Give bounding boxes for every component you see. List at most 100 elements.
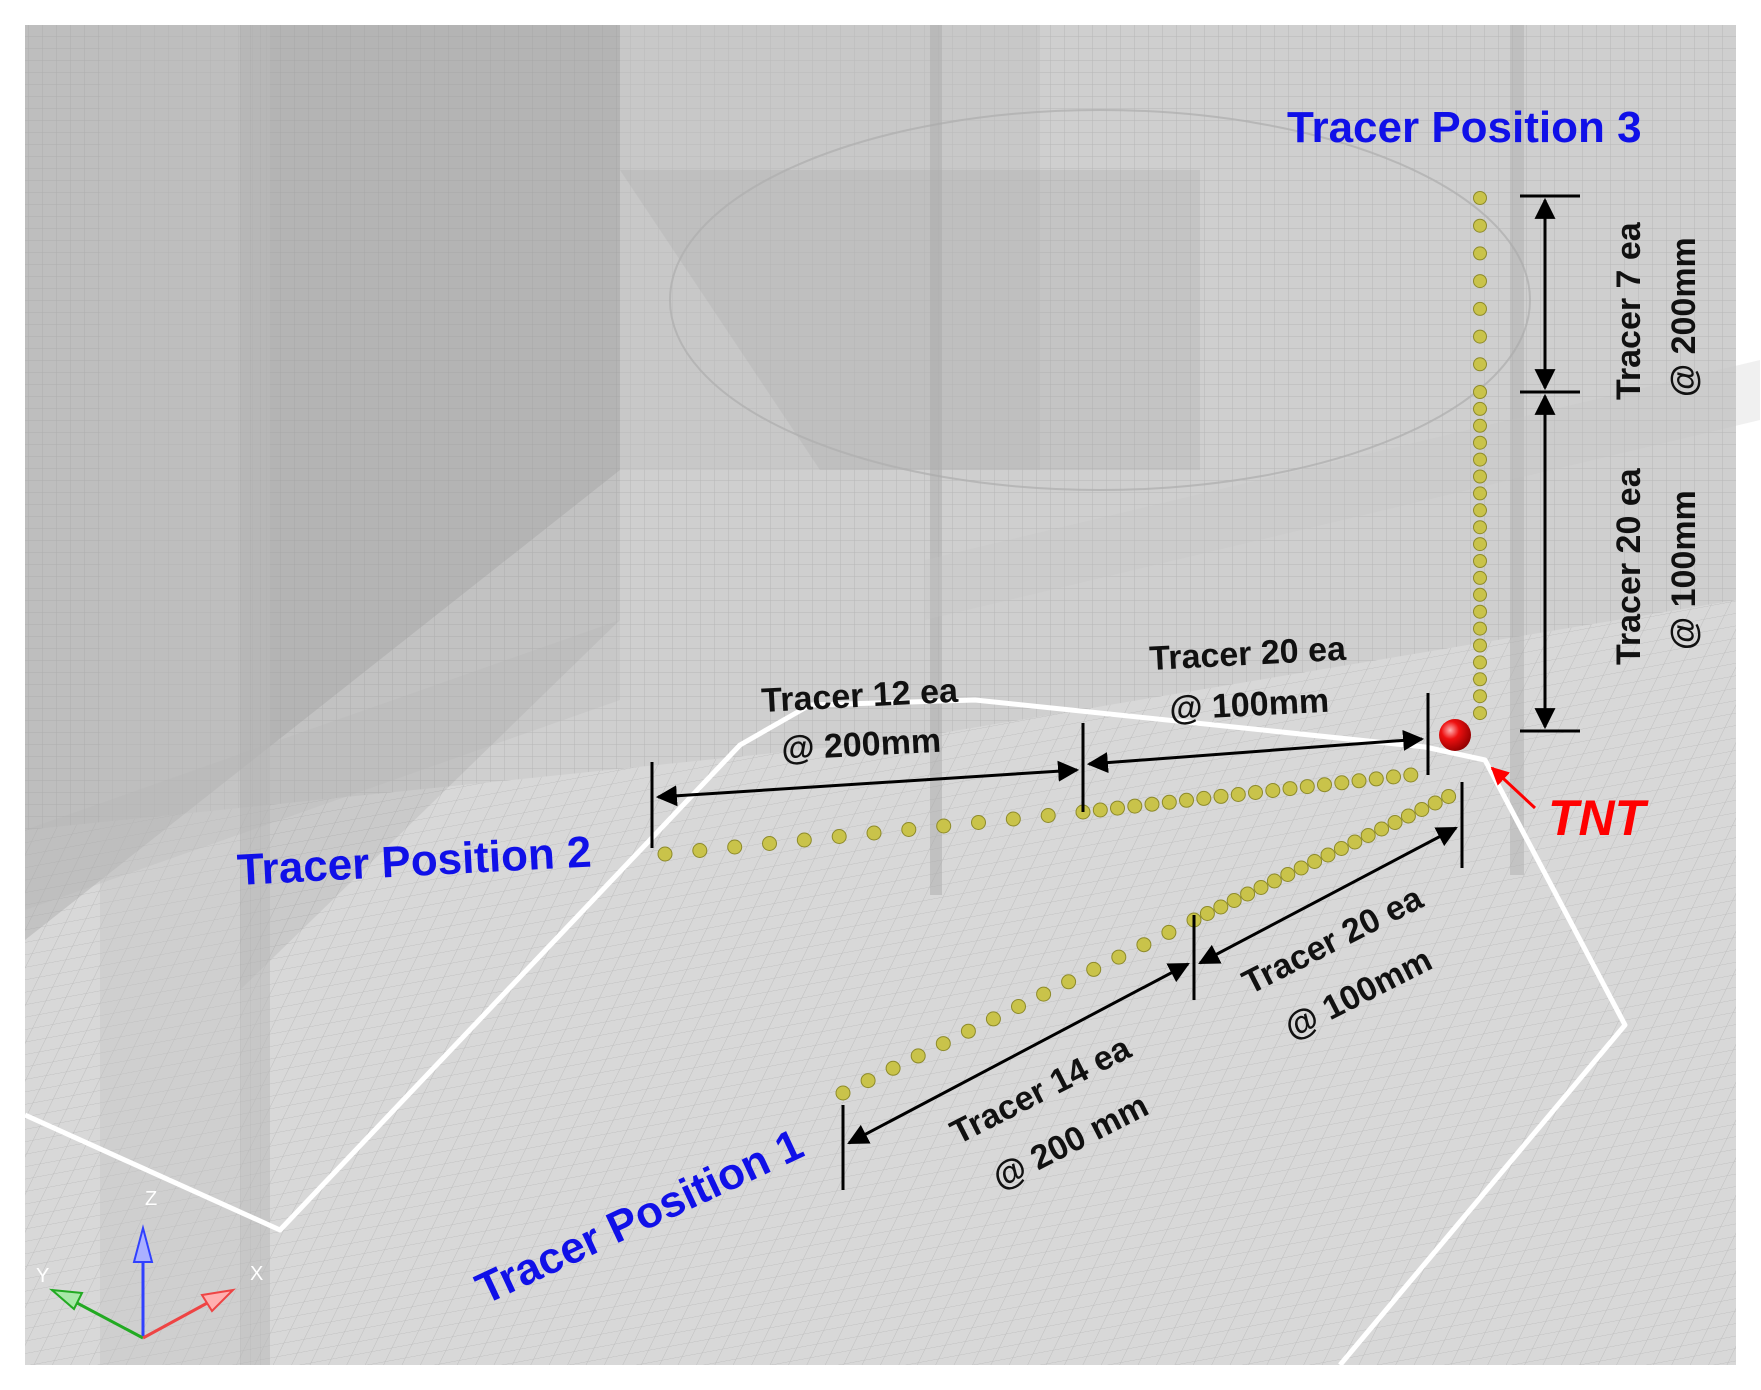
tracer-point-near xyxy=(1213,899,1229,915)
tracer-point-near xyxy=(1360,828,1376,843)
tracer-point-near xyxy=(1127,798,1143,814)
tracer-points-position-2 xyxy=(657,767,1419,862)
axis-z-letter: Z xyxy=(145,1188,157,1210)
tracer-point-near xyxy=(1473,638,1487,653)
tracer-point-far xyxy=(866,825,882,841)
tracer-point-far xyxy=(1111,949,1127,965)
tnt-label: TNT xyxy=(1548,790,1650,846)
tracer-point-near xyxy=(1333,841,1349,856)
tracer-point-near xyxy=(1334,775,1350,791)
tracer-point-far xyxy=(985,1011,1001,1027)
tracer-point-near xyxy=(1213,788,1229,804)
tracer-point-near xyxy=(1473,401,1487,416)
tracer-point-far xyxy=(1473,274,1487,289)
tracer-point-near xyxy=(1299,779,1315,795)
tracer-point-near xyxy=(1282,781,1298,797)
tracer-point-far xyxy=(935,1036,951,1052)
tracer-point-near xyxy=(1179,792,1194,808)
tracer-point-near xyxy=(1427,795,1443,811)
tracer-point-near xyxy=(1347,834,1363,850)
tracer-point-far xyxy=(1473,246,1487,261)
tracer-point-far xyxy=(835,1085,851,1101)
tracer-point-far xyxy=(901,822,917,837)
mesh-background xyxy=(25,25,1760,1365)
tracer-point-far xyxy=(1011,999,1026,1014)
p2-far-label-line2: @ 200mm xyxy=(780,722,942,768)
tracer-point-near xyxy=(1280,867,1296,882)
tracer-point-near xyxy=(1473,418,1487,433)
tracer-point-far xyxy=(692,843,708,858)
tracer-point-near xyxy=(1473,672,1487,687)
tnt-pointer-arrow xyxy=(1490,766,1537,810)
axis-y-letter: Y xyxy=(36,1265,49,1287)
tracer-point-near xyxy=(1307,854,1323,869)
tracer-point-far xyxy=(936,818,952,834)
p3-far-label-line1: Tracer 7 ea xyxy=(1610,221,1648,400)
tracer-point-near xyxy=(1293,860,1309,876)
tracer-point-near xyxy=(1161,794,1177,810)
tracer-point-near xyxy=(1473,385,1487,399)
tracer-point-near xyxy=(1368,771,1384,787)
tracer-point-near xyxy=(1386,769,1401,785)
tracer-point-near xyxy=(1265,783,1281,798)
tnt-charge xyxy=(1439,719,1471,751)
tracer-point-far xyxy=(727,839,743,855)
tracer-point-near xyxy=(1400,808,1416,824)
dimension-position-2 xyxy=(650,693,1430,848)
tracer-point-far xyxy=(1473,329,1487,344)
structure-outline xyxy=(23,697,1628,1367)
tracer-point-near xyxy=(1473,570,1487,585)
tracer-point-near xyxy=(1230,787,1246,802)
tracer-point-near xyxy=(1320,847,1336,863)
tracer-point-far xyxy=(1086,961,1102,977)
p2-near-label-line2: @ 100mm xyxy=(1168,682,1330,728)
tracer-point-near xyxy=(1144,796,1160,812)
tracer-point-near xyxy=(1374,821,1390,837)
p3-near-label-line1: Tracer 20 ea xyxy=(1610,467,1648,665)
tracer-points-position-3 xyxy=(1473,191,1487,721)
tracer-point-near xyxy=(1473,452,1487,467)
tracer-point-near xyxy=(1473,621,1487,636)
tracer-point-near xyxy=(1473,655,1487,670)
tracer-point-near xyxy=(1403,767,1419,783)
tracer-point-far xyxy=(960,1023,976,1039)
tracer-point-near xyxy=(1473,435,1487,450)
tracer-point-near xyxy=(1351,773,1367,789)
tracer-point-near xyxy=(1199,906,1215,921)
position-3-label: Tracer Position 3 xyxy=(1287,103,1642,152)
tracer-point-far xyxy=(1473,357,1487,372)
tracer-point-far xyxy=(885,1060,901,1076)
tracer-point-near xyxy=(1473,554,1487,568)
p3-near-label-line2: @ 100mm xyxy=(1665,490,1703,650)
tracer-point-near xyxy=(1253,880,1269,895)
axis-triad: Z Y X xyxy=(36,1188,263,1340)
tracer-point-far xyxy=(1005,811,1021,827)
tracer-point-near xyxy=(1473,469,1487,484)
tracer-point-near xyxy=(1441,789,1457,804)
tracer-point-near xyxy=(1414,802,1430,817)
tracer-point-far xyxy=(1473,218,1487,233)
dimension-position-1 xyxy=(841,782,1464,1190)
tracer-point-near xyxy=(1473,706,1487,721)
tracer-point-far xyxy=(910,1048,926,1064)
tracer-point-near xyxy=(1473,587,1487,602)
tracer-point-far xyxy=(796,832,812,848)
tracer-point-near xyxy=(1473,520,1487,535)
tracer-point-near xyxy=(1473,604,1487,619)
tracer-point-far xyxy=(1473,301,1487,316)
axis-x-letter: X xyxy=(250,1263,263,1285)
tracer-point-far xyxy=(762,836,777,851)
tracer-point-near xyxy=(1473,689,1487,704)
tracer-point-far xyxy=(831,829,847,844)
tracer-point-far xyxy=(1473,191,1487,205)
tracer-point-far xyxy=(1161,924,1177,940)
tracer-point-near xyxy=(1473,503,1487,518)
p3-far-label-line2: @ 200mm xyxy=(1665,237,1703,397)
tracer-point-near xyxy=(1317,777,1332,793)
tracer-point-near xyxy=(1240,886,1256,902)
tracer-point-far xyxy=(657,846,673,862)
tracer-point-far xyxy=(1061,974,1077,990)
tracer-point-far xyxy=(1136,937,1152,953)
tracer-point-far xyxy=(1036,986,1052,1002)
